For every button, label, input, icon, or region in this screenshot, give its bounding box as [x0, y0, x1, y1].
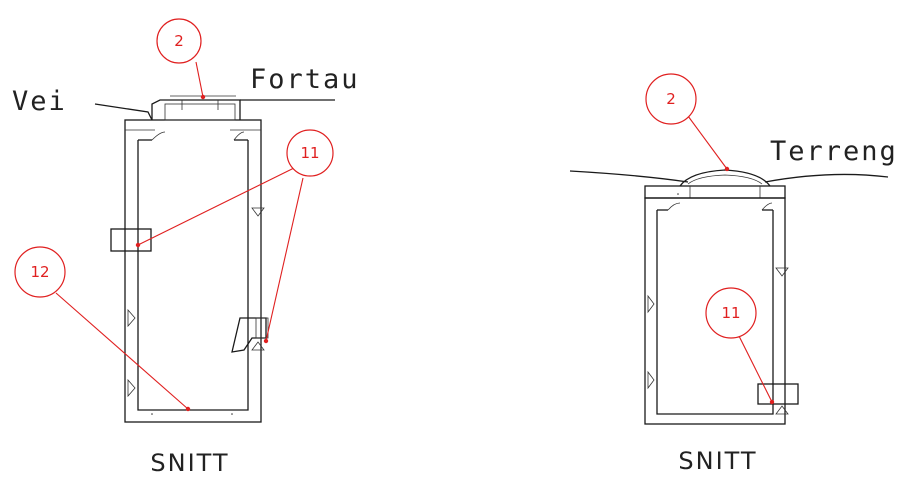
label-road: Vei: [12, 86, 67, 117]
right-inlet-pipe: [757, 383, 799, 405]
right-callout-11-leader: [737, 333, 773, 403]
right-dome-inner: [687, 174, 763, 185]
right-callout-2-leader: [687, 115, 728, 170]
left-step-4: [251, 341, 265, 351]
left-callout-11-leader-b: [265, 177, 304, 342]
left-callout-2-leader: [195, 61, 204, 98]
right-callout-11-dot: [769, 399, 775, 405]
terrain-line-right: [764, 173, 889, 183]
left-callout-11-bubble: [286, 129, 334, 177]
right-top-slab: [644, 185, 786, 199]
left-chamber-outer-wall: [124, 119, 262, 423]
right-callout-2-number: 2: [666, 90, 676, 108]
right-chamber-outer-wall: [644, 197, 786, 425]
right-step-1: [647, 294, 655, 314]
left-callout-11-number: 11: [300, 144, 319, 162]
left-manhole-cover: [164, 103, 236, 121]
left-step-2: [127, 378, 136, 398]
left-callout-12-bubble: [14, 246, 66, 298]
left-callout-2-number: 2: [174, 32, 184, 50]
left-floor-mark-2: [231, 413, 233, 415]
left-callout-11-dot-b: [263, 338, 269, 344]
left-callout-12-number: 12: [30, 263, 49, 281]
left-outlet-flange: [255, 317, 269, 339]
right-callout-11-bubble: [705, 287, 757, 339]
left-callout-2-dot: [200, 94, 206, 100]
right-slab-mark: [677, 193, 679, 195]
right-callout-11-number: 11: [721, 304, 740, 322]
label-sidewalk: Fortau: [250, 64, 360, 95]
right-section: [569, 169, 889, 425]
left-callouts: 2 11 12: [14, 18, 334, 412]
right-caption: SNITT: [678, 447, 757, 475]
right-step-4: [775, 405, 789, 415]
label-terrain: Terreng: [770, 136, 898, 167]
left-manhole-frame: [151, 99, 241, 120]
right-slab-chamfer-2: [761, 202, 773, 211]
left-slab-chamfer-2: [233, 131, 245, 141]
road-surface-line: [94, 103, 153, 121]
left-step-3: [251, 207, 265, 217]
left-callout-11-leader-a: [137, 167, 295, 246]
right-chamber-inner-wall: [656, 210, 774, 415]
right-callouts: 2 11: [645, 73, 775, 405]
left-callout-11-dot-a: [135, 242, 141, 248]
right-callout-2-bubble: [645, 73, 697, 125]
left-caption: SNITT: [150, 449, 229, 477]
right-step-2: [647, 370, 655, 390]
right-callout-2-dot: [724, 166, 730, 172]
left-callout-12-leader: [55, 292, 189, 410]
left-callout-2-bubble: [156, 18, 202, 64]
left-callout-12-dot: [185, 406, 191, 412]
left-chamber-inner-wall: [137, 140, 249, 411]
right-slab-chamfer-1: [667, 202, 681, 211]
left-inlet-pipe: [110, 228, 152, 252]
right-dome-cover: [679, 169, 771, 187]
terrain-line-left: [569, 170, 689, 183]
left-slab-chamfer-1: [151, 131, 166, 141]
right-step-3: [775, 267, 789, 277]
left-floor-mark-1: [151, 413, 153, 415]
left-step-1: [127, 308, 136, 328]
